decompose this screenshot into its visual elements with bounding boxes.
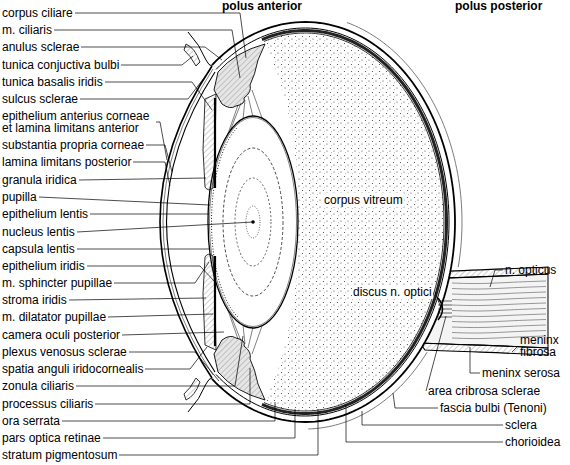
nerve-fiber (452, 325, 546, 328)
nerve-fiber (452, 287, 546, 290)
leader-line (69, 298, 206, 300)
leader-line (105, 82, 212, 110)
leader-line (145, 347, 207, 369)
leader-line (133, 162, 170, 186)
leader-line (426, 316, 446, 391)
part-label: corpus vitreum (323, 193, 404, 207)
iris (203, 94, 216, 190)
ciliary-hatch (214, 336, 265, 400)
part-label: lamina limitans posterior (2, 155, 131, 169)
leader-line (470, 347, 480, 373)
leader-line (77, 249, 210, 250)
part-label: spatia anguli iridocornealis (2, 362, 143, 376)
part-label: nucleus lentis (2, 225, 75, 239)
cribrosa-strand (438, 317, 452, 318)
nerve-fiber (452, 281, 546, 284)
nerve-fiber (452, 314, 546, 317)
leader-line (62, 402, 275, 421)
nerve-fiber (452, 298, 546, 301)
part-label: sulcus sclerae (2, 92, 78, 106)
part-label: epithelium iridis (2, 259, 85, 273)
part-label: plexus venosus sclerae (2, 345, 127, 359)
part-label: tunica basalis iridis (2, 75, 103, 89)
lamina-cribrosa (438, 301, 452, 317)
leader-line (103, 409, 295, 438)
conjunctiva-tissue (184, 378, 200, 400)
leader-line (119, 409, 318, 455)
part-label: meninx fibrosa (520, 334, 566, 358)
cribrosa-strand (438, 301, 452, 302)
part-label: stroma iridis (2, 293, 67, 307)
nerve-fiber (452, 309, 546, 312)
part-label: sclera (505, 418, 537, 432)
part-label: pars optica retinae (2, 431, 101, 445)
leader-line (75, 13, 246, 58)
part-label: meninx serosa (482, 366, 560, 380)
part-label: camera oculi posterior (2, 328, 120, 342)
part-label: ora serrata (2, 414, 60, 428)
zonule-fiber (252, 326, 262, 354)
leader-line (121, 56, 193, 65)
part-label: granula iridica (2, 173, 77, 187)
zonule-fiber (248, 96, 253, 117)
cribrosa-strand (438, 309, 452, 310)
part-label: anulus sclerae (2, 40, 79, 54)
part-label: n. opticus (505, 263, 556, 277)
part-label: m. dilatator pupillae (2, 310, 106, 324)
nerve-fiber (452, 292, 546, 295)
part-label: m. sphincter pupillae (2, 276, 112, 290)
fascia-bulbi (347, 23, 462, 268)
part-label: substantia propria corneae (2, 138, 144, 152)
leader-line (435, 292, 441, 308)
part-label: corpus ciliare (2, 6, 73, 20)
part-label: epithelium anterius corneae et lamina li… (2, 110, 154, 134)
part-label: tunica conjuctiva bulbi (2, 58, 119, 72)
part-label: chorioidea (505, 435, 560, 449)
part-label: capsula lentis (2, 242, 75, 256)
part-label: epithelium lentis (2, 207, 88, 221)
part-label: m. ciliaris (2, 23, 52, 37)
iris-epithelium (214, 98, 216, 188)
ciliary-body (214, 336, 265, 400)
nerve-fibers (452, 281, 546, 339)
pole-label: polus anterior (222, 0, 302, 13)
zonule-fiber (243, 100, 245, 119)
part-label: processus ciliaris (2, 397, 93, 411)
leader-line (77, 222, 253, 232)
part-label: area cribrosa sclerae (428, 384, 540, 398)
nerve-fiber (452, 303, 546, 306)
leader-line (490, 270, 503, 287)
leader-line (146, 145, 172, 172)
leader-line (90, 214, 209, 215)
leader-line (122, 332, 224, 335)
leader-line (114, 262, 209, 283)
nerve-fiber (452, 320, 546, 323)
leader-line (76, 336, 243, 386)
part-label: zonula ciliaris (2, 379, 74, 393)
fascia-bulbi (308, 352, 427, 429)
leader-line (39, 197, 210, 205)
zonule-fiber (252, 90, 262, 118)
nerve-fiber (452, 331, 546, 334)
zonule-fiber (243, 325, 245, 344)
cribrosa-strand (438, 313, 452, 314)
leader-line (79, 178, 206, 180)
zonule-fiber (248, 327, 253, 348)
part-label: fascia bulbi (Tenoni) (440, 401, 547, 415)
part-label: discus n. optici (352, 285, 433, 299)
leader-line (108, 314, 213, 317)
globe-fill (155, 22, 455, 422)
pole-label: polus posterior (455, 0, 542, 13)
leader-line (156, 122, 167, 160)
leader-line (512, 346, 518, 352)
part-label: pupilla (2, 190, 37, 204)
part-label: stratum pigmentosum (2, 448, 117, 462)
